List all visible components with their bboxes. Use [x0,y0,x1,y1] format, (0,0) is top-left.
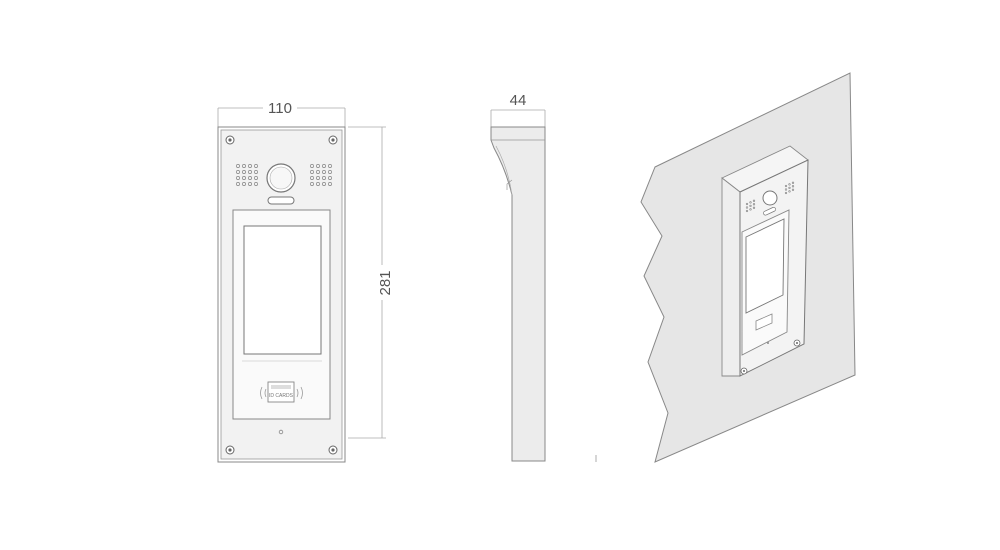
grill-hole [328,170,332,174]
mounted-camera-icon [762,190,778,206]
light-sensor [267,196,295,205]
grill-hole [328,182,332,186]
grill-hole [242,170,246,174]
screw-top-right [328,135,338,145]
grill-hole [316,170,320,174]
grill-hole [242,164,246,168]
grill-hole [236,164,240,168]
grill-hole [316,182,320,186]
grill-hole [310,176,314,180]
grill-hole [316,164,320,168]
screw-bottom-right [328,445,338,455]
speaker-grill-left [236,164,258,186]
mounted-speaker-grill-right [784,181,795,195]
grill-hole [236,176,240,180]
width-dimension-label: 110 [268,100,292,117]
grill-hole [784,184,788,188]
mounted-view [640,72,856,463]
display-screen [243,225,322,355]
grill-hole [310,164,314,168]
rfid-wave-left-icon [260,386,267,400]
grill-hole [749,208,752,211]
grill-hole [242,176,246,180]
grill-hole [784,188,788,191]
grill-hole [752,199,756,202]
grill-hole [749,201,752,204]
height-dimension-label: 281 [377,270,394,295]
mounted-speaker-grill-left [745,199,756,213]
mounted-door-panel [721,145,809,377]
screw-top-left [225,135,235,145]
depth-dimension: 44 [490,92,546,127]
speaker-grill-right [310,164,332,186]
grill-hole [248,164,252,168]
front-view: 110 281 [217,100,394,463]
grill-hole [248,176,252,180]
grill-hole [788,190,791,193]
grill-hole [310,170,314,174]
grill-hole [242,182,246,186]
grill-hole [791,185,795,188]
grill-hole [254,164,258,168]
grill-hole [254,176,258,180]
height-dimension: 281 [348,126,394,439]
card-label: ID CARDS [269,393,294,399]
grill-hole [322,164,326,168]
grill-hole [254,170,258,174]
microphone-hole [278,429,284,435]
mounted-display-screen [745,218,785,314]
grill-hole [248,182,252,186]
side-profile [490,126,546,462]
grill-hole [328,164,332,168]
rfid-reader: ID CARDS [260,381,303,403]
grill-hole [749,204,752,208]
grill-hole [254,182,258,186]
grill-hole [752,203,756,206]
grill-hole [310,182,314,186]
mounted-card-icon [755,313,773,331]
grill-hole [328,176,332,180]
screw-bottom-left [225,445,235,455]
grill-hole [248,170,252,174]
grill-hole [322,176,326,180]
grill-hole [322,170,326,174]
grill-hole [791,181,795,184]
grill-hole [236,182,240,186]
grill-hole [784,191,788,195]
camera-icon [266,163,296,193]
grill-hole [236,170,240,174]
side-view: 44 [490,92,597,462]
grill-hole [752,206,756,209]
grill-hole [745,202,749,206]
grill-hole [316,176,320,180]
grill-hole [322,182,326,186]
grill-hole [745,209,749,213]
grill-hole [788,186,791,190]
grill-hole [791,188,795,191]
grill-hole [788,183,791,186]
grill-hole [745,206,749,209]
width-dimension: 110 [217,100,346,127]
depth-dimension-label: 44 [510,92,527,109]
rfid-wave-right-icon [296,386,303,400]
